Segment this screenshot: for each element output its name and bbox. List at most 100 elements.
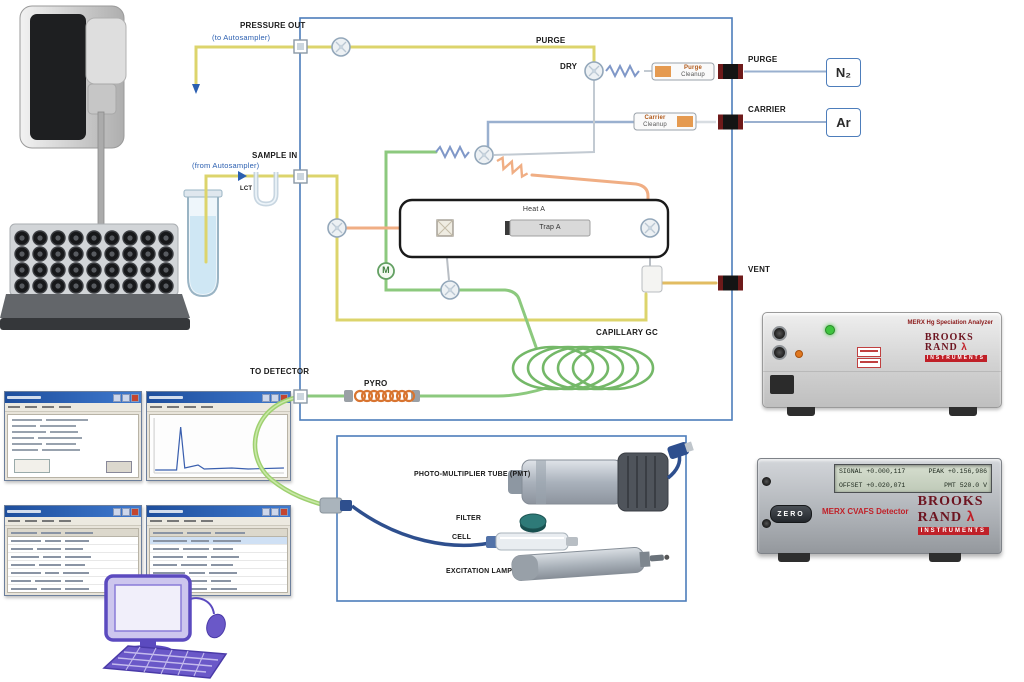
label-purge-line: PURGE [536, 36, 566, 45]
tubing-yellow [194, 45, 718, 322]
label-filter: FILTER [456, 515, 482, 522]
connector-port-icon [772, 345, 787, 360]
signal-value: +0.000,117 [866, 468, 906, 475]
table-header [150, 529, 287, 537]
analyzer-model-label: MERX Hg Speciation Analyzer [907, 320, 993, 326]
flow-diagram-box [299, 17, 733, 421]
gas-connector-purge [718, 64, 743, 79]
photomultiplier-tube [508, 441, 694, 512]
restrictor-carrier [435, 144, 470, 160]
table-row [150, 585, 287, 592]
form-field [14, 459, 50, 473]
panel-seam [763, 371, 1001, 372]
close-icon [280, 393, 288, 402]
gas-lines [444, 70, 826, 281]
window-titlebar [5, 392, 141, 403]
vent-elbow-fitting [641, 265, 663, 293]
software-window-3 [4, 505, 142, 596]
detector-assembly [319, 441, 694, 581]
window-titlebar [147, 506, 290, 517]
window-controls [113, 393, 139, 402]
window-content-table [7, 528, 139, 593]
lcd-peak: PEAK +0.156,986 [928, 468, 987, 475]
label-purge-port: PURGE [748, 55, 778, 64]
label-motor: M [382, 265, 390, 275]
label-pyro: PYRO [364, 379, 388, 388]
label-trap-a: Trap A [539, 224, 561, 231]
optical-filter [519, 513, 547, 533]
valve-carrier [474, 145, 494, 165]
power-inlet [770, 375, 794, 394]
gas-connector-vent [718, 275, 743, 291]
mouse-cable [187, 597, 215, 615]
connector-port-icon [762, 519, 771, 528]
bulkhead-ports [293, 39, 308, 404]
tubing-orange [344, 173, 650, 230]
instrument-foot [949, 407, 977, 416]
software-window-2 [146, 391, 291, 481]
table-row [8, 585, 138, 592]
gas-supply-ar: Ar [826, 108, 861, 137]
sample-cell [486, 532, 578, 551]
close-icon [131, 507, 139, 516]
form-row [12, 437, 134, 439]
inlet-fitting [319, 497, 343, 514]
connector-port-icon [762, 477, 771, 486]
label-lct: LCT [240, 186, 253, 192]
peak-label: PEAK [928, 468, 945, 475]
table-row [150, 537, 287, 545]
chromatogram-plot [149, 414, 288, 478]
sample-beaker [183, 189, 223, 298]
table-row [8, 561, 138, 569]
form-button [106, 461, 132, 473]
window-menubar [147, 403, 290, 412]
gas-label-n2: N₂ [835, 65, 852, 80]
lcd-signal: SIGNAL +0.000,117 [839, 468, 905, 475]
instrument-foot [778, 553, 810, 562]
cvafs-detector-unit: SIGNAL +0.000,117 PEAK +0.156,986 OFFSET… [757, 458, 1002, 562]
orange-fitting-icon [795, 350, 803, 358]
brand-word: RAND [917, 510, 963, 525]
close-icon [131, 393, 139, 402]
label-purge-cleanup: Purge Cleanup [674, 65, 712, 78]
window-menubar [5, 517, 141, 526]
label-dry: DRY [560, 62, 578, 71]
brand-bar: INSTRUMENTS [924, 355, 987, 362]
window-titlebar [147, 392, 290, 403]
lcd-row: OFFSET +0.020,071 PMT 520.0 V [839, 482, 987, 489]
label-pressure-out: PRESSURE OUT [240, 21, 306, 30]
carrier-cleanup-line2: Cleanup [643, 121, 667, 128]
table-row [150, 577, 287, 585]
instrument-foot [929, 553, 961, 562]
detector-model-label: MERX CVAFS Detector [822, 507, 909, 516]
label-to-detector: TO DETECTOR [250, 367, 310, 376]
restrictor-purge [605, 63, 640, 79]
brand-logo: BROOKS RAND λ INSTRUMENTS [917, 495, 989, 535]
label-pmt: PHOTO-MULTIPLIER TUBE (PMT) [414, 471, 531, 478]
tubing-green [304, 150, 548, 398]
pyro-unit [344, 389, 420, 403]
valve-sample [327, 218, 347, 238]
power-led [825, 325, 835, 335]
window-controls [113, 507, 139, 516]
software-window-4 [146, 505, 291, 596]
zero-button: ZERO [770, 505, 812, 523]
purge-cleanup-line2: Cleanup [681, 71, 705, 78]
window-controls [262, 507, 288, 516]
table-row [150, 561, 287, 569]
valve-purge-dry [584, 61, 604, 81]
label-cell: CELL [452, 534, 472, 541]
label-chip [857, 347, 881, 357]
table-row [150, 569, 287, 577]
trap-inlet-fitting [436, 219, 454, 237]
table-row [8, 553, 138, 561]
instrument-foot [787, 407, 815, 416]
brand-mark-icon: λ [961, 342, 968, 353]
window-menubar [5, 403, 141, 412]
lcd-row: SIGNAL +0.000,117 PEAK +0.156,986 [839, 468, 987, 475]
restrictor-orange [496, 155, 529, 179]
label-from-autosampler: (from Autosampler) [192, 161, 260, 170]
table-header [8, 529, 138, 537]
gas-supply-n2: N₂ [826, 58, 861, 87]
